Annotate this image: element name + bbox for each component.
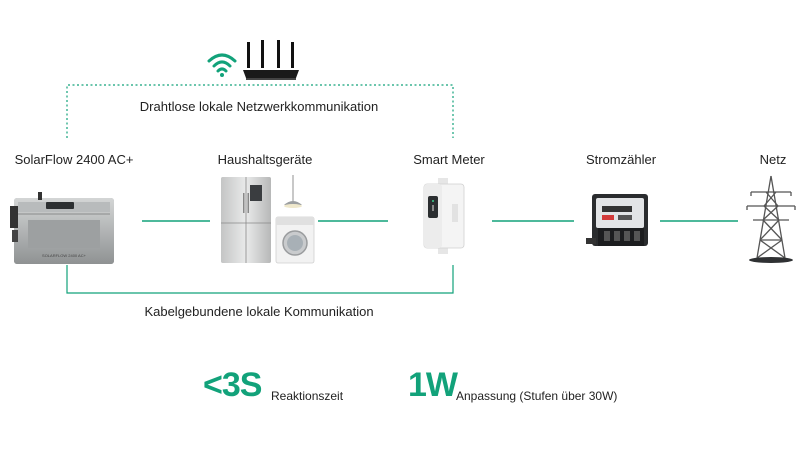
wireless-connection-line: [66, 84, 454, 138]
wireless-communication-label: Drahtlose lokale Netzwerkkommunikation: [139, 99, 379, 114]
device-label-stromzaehler: Stromzähler: [585, 152, 657, 167]
response-time-label: Reaktionszeit: [271, 389, 344, 403]
wifi-icon: [207, 53, 237, 77]
device-label-solarflow: SolarFlow 2400 AC+: [14, 152, 134, 167]
household-appliances-icon: [221, 175, 315, 264]
device-label-smart-meter: Smart Meter: [413, 152, 485, 167]
router-icon: [243, 40, 299, 80]
device-label-household: Haushaltsgeräte: [217, 152, 313, 167]
response-time-value: <3S: [203, 366, 262, 404]
smart-meter-icon: [423, 178, 465, 254]
device-label-netz: Netz: [759, 152, 787, 167]
svg-text:SOLARFLOW 2400 AC+: SOLARFLOW 2400 AC+: [42, 253, 87, 258]
adjustment-label: Anpassung (Stufen über 30W): [456, 389, 618, 403]
battery-storage-icon: SOLARFLOW 2400 AC+: [10, 192, 114, 264]
power-grid-tower-icon: [746, 175, 796, 263]
adjustment-value: 1W: [408, 366, 458, 404]
wired-connection-line: [66, 265, 454, 294]
electricity-meter-icon: [586, 194, 648, 246]
wired-communication-label: Kabelgebundene lokale Kommunikation: [144, 304, 374, 319]
